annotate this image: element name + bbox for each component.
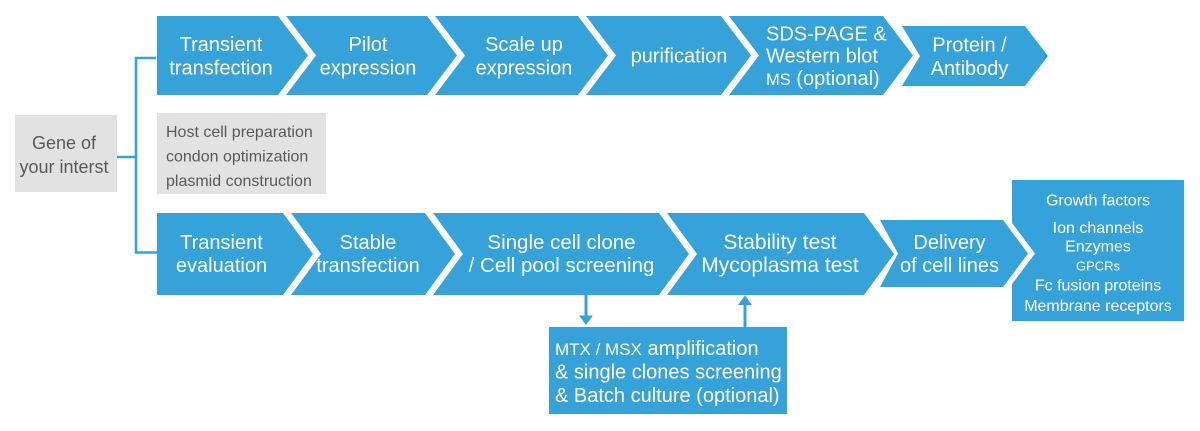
svg-text:expression: expression: [320, 58, 417, 80]
svg-text:purification: purification: [631, 46, 728, 68]
svg-text:Host cell preparation: Host cell preparation: [166, 124, 313, 141]
svg-text:Stability test: Stability test: [723, 231, 836, 254]
svg-text:Delivery: Delivery: [913, 232, 985, 254]
svg-text:SDS-PAGE &: SDS-PAGE &: [766, 24, 887, 46]
svg-text:Single cell clone: Single cell clone: [487, 231, 635, 254]
svg-text:MTX / MSX amplification: MTX / MSX amplification: [555, 338, 759, 360]
svg-text:Scale up: Scale up: [485, 34, 563, 56]
svg-text:Gene of: Gene of: [32, 133, 97, 153]
svg-text:of cell lines: of cell lines: [900, 255, 999, 277]
svg-text:Enzymes: Enzymes: [1065, 239, 1131, 256]
svg-text:transfection: transfection: [169, 58, 272, 80]
svg-text:/ Cell pool screening: / Cell pool screening: [469, 254, 655, 277]
svg-text:Antibody: Antibody: [931, 58, 1009, 80]
svg-text:MS (optional): MS (optional): [766, 68, 880, 90]
svg-text:Protein /: Protein /: [932, 35, 1007, 57]
svg-text:& single clones screening: & single clones screening: [555, 362, 782, 384]
svg-text:& Batch culture (optional): & Batch culture (optional): [555, 385, 780, 407]
svg-text:transfection: transfection: [316, 255, 419, 277]
svg-text:Pilot: Pilot: [349, 34, 388, 56]
svg-text:Stable: Stable: [340, 232, 397, 254]
svg-text:condon optimization: condon optimization: [166, 149, 308, 166]
svg-text:Mycoplasma test: Mycoplasma test: [701, 254, 859, 277]
svg-text:Transient: Transient: [180, 34, 263, 56]
svg-text:evaluation: evaluation: [176, 255, 267, 277]
svg-text:plasmid construction: plasmid construction: [166, 173, 312, 190]
svg-text:expression: expression: [476, 58, 573, 80]
svg-text:Western blot: Western blot: [766, 46, 878, 68]
svg-text:Ion channels: Ion channels: [1053, 220, 1144, 237]
svg-text:your interst: your interst: [19, 157, 108, 177]
svg-text:Transient: Transient: [180, 232, 263, 254]
svg-text:Growth factors: Growth factors: [1046, 193, 1150, 210]
svg-text:Membrane receptors: Membrane receptors: [1024, 298, 1172, 315]
svg-text:GPCRs: GPCRs: [1076, 259, 1121, 274]
svg-text:Fc fusion proteins: Fc fusion proteins: [1035, 278, 1161, 295]
